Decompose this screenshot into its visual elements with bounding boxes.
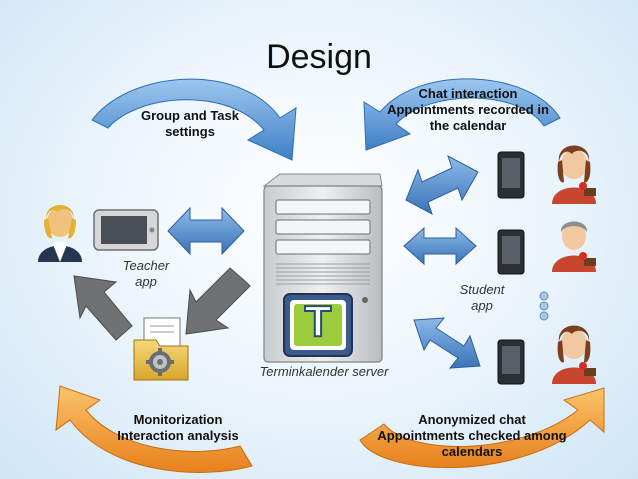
label-teacher-app: Teacher app: [106, 258, 186, 290]
label-anon-line2: Appointments checked among: [377, 428, 567, 443]
phone-icon-top: [497, 151, 525, 199]
curved-arrow-group-settings: [91, 78, 297, 161]
label-student-line1: Student: [459, 282, 505, 297]
label-anon-line3: calendars: [441, 444, 503, 459]
teacher-avatar-icon: [38, 205, 82, 262]
more-students-dots: [539, 291, 549, 321]
double-arrow-student-middle: [403, 226, 477, 266]
grey-arrow-to-monitor: [185, 267, 251, 335]
tablet-icon: [93, 209, 159, 251]
label-anon-line1: Anonymized chat: [418, 412, 526, 427]
label-group-task-line2: settings: [165, 124, 215, 139]
phone-icon-middle: [497, 229, 525, 275]
curved-arrow-chat-interaction: [363, 78, 561, 151]
page-title: Design: [266, 38, 372, 76]
label-chat-line3: the calendar: [429, 118, 507, 133]
label-chat-line1: Chat interaction: [418, 86, 518, 101]
label-chat-line2: Appointments recorded in: [387, 102, 549, 117]
curved-arrow-anonymized: [359, 387, 605, 469]
server-logo-letter: T: [304, 296, 333, 347]
label-teacher-line1: Teacher: [122, 258, 170, 273]
label-group-task-settings: Group and Task settings: [120, 108, 260, 140]
double-arrow-teacher-server: [167, 206, 245, 256]
grey-arrow-to-teacher: [73, 275, 133, 341]
folder-gear-icon: [133, 317, 189, 381]
student-avatar-icon-middle: [552, 221, 596, 272]
student-avatar-icon-top: [552, 145, 596, 204]
label-chat-interaction: Chat interaction Appointments recorded i…: [370, 86, 566, 134]
label-anonymized-chat: Anonymized chat Appointments checked amo…: [364, 412, 580, 460]
label-teacher-line2: app: [135, 274, 157, 289]
label-group-task-line1: Group and Task: [141, 108, 239, 123]
double-arrow-student-bottom: [413, 317, 481, 369]
label-student-line2: app: [471, 298, 493, 313]
terminkalender-logo: [283, 293, 353, 357]
student-avatar-icon-bottom: [552, 325, 596, 384]
phone-icon-bottom: [497, 339, 525, 385]
label-student-app: Student app: [442, 282, 522, 314]
label-monitor-line1: Monitorization: [133, 412, 223, 427]
double-arrow-student-top: [405, 154, 479, 216]
label-monitor-line2: Interaction analysis: [117, 428, 239, 443]
label-monitorization: Monitorization Interaction analysis: [96, 412, 260, 444]
label-server: Terminkalender server: [259, 364, 389, 379]
curved-arrow-monitorization: [55, 385, 253, 473]
